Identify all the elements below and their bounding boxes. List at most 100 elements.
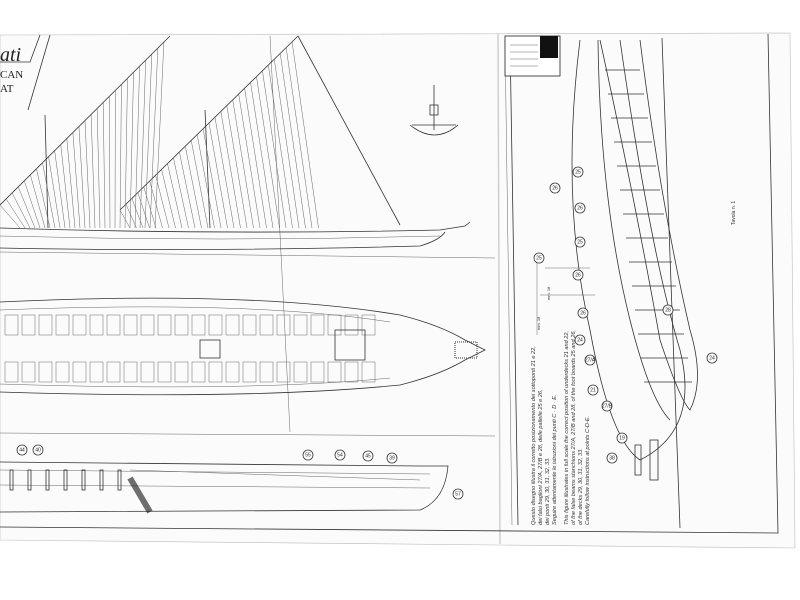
part-number: 25: [536, 255, 542, 261]
part-number: 26: [580, 310, 586, 316]
part-callout: 57: [452, 488, 464, 500]
stanchion: [99, 469, 104, 491]
deck-grating: [225, 314, 240, 336]
deck-grating: [89, 314, 104, 336]
rigging-line: [285, 47, 313, 229]
deck-grating: [276, 314, 291, 336]
deck-grating: [4, 361, 19, 383]
deck-grating: [293, 314, 308, 336]
note-line: Carefully follow instructions at points …: [585, 416, 591, 525]
rigging-line: [173, 157, 189, 229]
deck-grating: [4, 314, 19, 336]
part-callout: 39: [386, 452, 398, 464]
deck-grating: [327, 361, 342, 383]
hull-longitudinal-drawing: mm. 18 mm. 18: [536, 39, 698, 481]
deck-grating: [310, 314, 325, 336]
note-line: This figure illustrates in full scale th…: [564, 331, 570, 525]
deck-grating: [72, 361, 87, 383]
rigging-line: [96, 108, 101, 229]
rigging-line: [48, 156, 61, 229]
rigging-line: [279, 53, 306, 229]
deck-grating: [361, 314, 376, 336]
deck-grating: [72, 314, 87, 336]
rigging-line: [11, 192, 31, 229]
rigging-line: [143, 186, 157, 229]
stanchion: [45, 469, 50, 491]
part-callout: 26: [577, 307, 589, 319]
deck-grating: [157, 361, 172, 383]
rigging-line: [161, 169, 176, 229]
dimension-label: mm. 18: [546, 286, 551, 300]
deck-grating: [208, 314, 223, 336]
part-number: 24: [577, 337, 583, 343]
part-number: 45: [365, 453, 371, 459]
part-callout: 24: [706, 352, 718, 364]
rigging-line: [131, 198, 144, 229]
part-callout: 19: [616, 432, 628, 444]
rigging-line: [119, 209, 131, 229]
deck-grating: [276, 361, 291, 383]
ship-profile-drawing: [0, 35, 471, 250]
rigging-line: [196, 134, 215, 229]
deck-grating: [106, 361, 121, 383]
paper: [0, 32, 796, 549]
part-number: 28: [665, 307, 671, 313]
part-callout: 27/A: [584, 354, 596, 366]
rigging-line: [262, 70, 287, 229]
divider-line: [269, 35, 291, 433]
part-callout: 25: [574, 236, 586, 248]
rigging-line: [24, 180, 41, 229]
part-number: 27/B: [602, 403, 613, 409]
rigging-line: [226, 105, 248, 229]
rigging-line: [54, 150, 66, 229]
note-line: Questo disegno illustra il corretto posi…: [531, 346, 537, 525]
border-frame: [0, 33, 779, 534]
rigging-line: [238, 93, 261, 229]
divider-line: [0, 432, 496, 437]
part-callout: 55: [302, 449, 314, 461]
divider-line: [0, 251, 496, 259]
rigging-line: [30, 174, 46, 229]
rigging-line: [220, 111, 241, 229]
rigging-line: [17, 186, 36, 229]
stanchion: [117, 469, 122, 491]
deck-grating: [361, 361, 376, 383]
rigging-line: [185, 146, 202, 229]
deck-grating: [327, 314, 342, 336]
part-callout: 40: [32, 444, 44, 456]
part-number: 27/A: [585, 357, 596, 363]
part-number: 57: [455, 491, 461, 497]
title-line: ati: [0, 44, 21, 66]
rigging-line: [268, 64, 293, 229]
rigging-line: [66, 138, 76, 229]
deck-grating: [174, 361, 189, 383]
rigging-line: [72, 132, 81, 229]
part-callout: 25: [572, 166, 584, 178]
rigging-line: [60, 144, 71, 229]
part-callout: 27/B: [601, 400, 613, 412]
part-callout: 26: [574, 202, 586, 214]
part-number: 39: [389, 455, 395, 461]
deck-grating: [259, 361, 274, 383]
deck-grating: [55, 314, 70, 336]
deck-grating: [174, 314, 189, 336]
sheet-label: Tavola n. 1: [731, 201, 737, 225]
deck-grating: [123, 361, 138, 383]
rigging-line: [149, 48, 159, 229]
part-callout: 45: [362, 450, 374, 462]
part-callout: 54: [334, 449, 346, 461]
deck-grating: [21, 361, 36, 383]
rigging-line: [144, 54, 153, 229]
deck-grating: [106, 314, 121, 336]
rigging-line: [129, 72, 134, 229]
deck-grating: [310, 361, 325, 383]
part-callout: 26: [572, 269, 584, 281]
inner-border: [504, 39, 513, 526]
rigging-line: [84, 120, 91, 229]
part-callout: 28: [662, 304, 674, 316]
part-number: 26: [552, 185, 558, 191]
title-line: CAN: [0, 69, 23, 81]
rigging-line: [119, 84, 122, 229]
rigging-line: [139, 60, 146, 229]
part-callout: 25: [533, 252, 545, 264]
